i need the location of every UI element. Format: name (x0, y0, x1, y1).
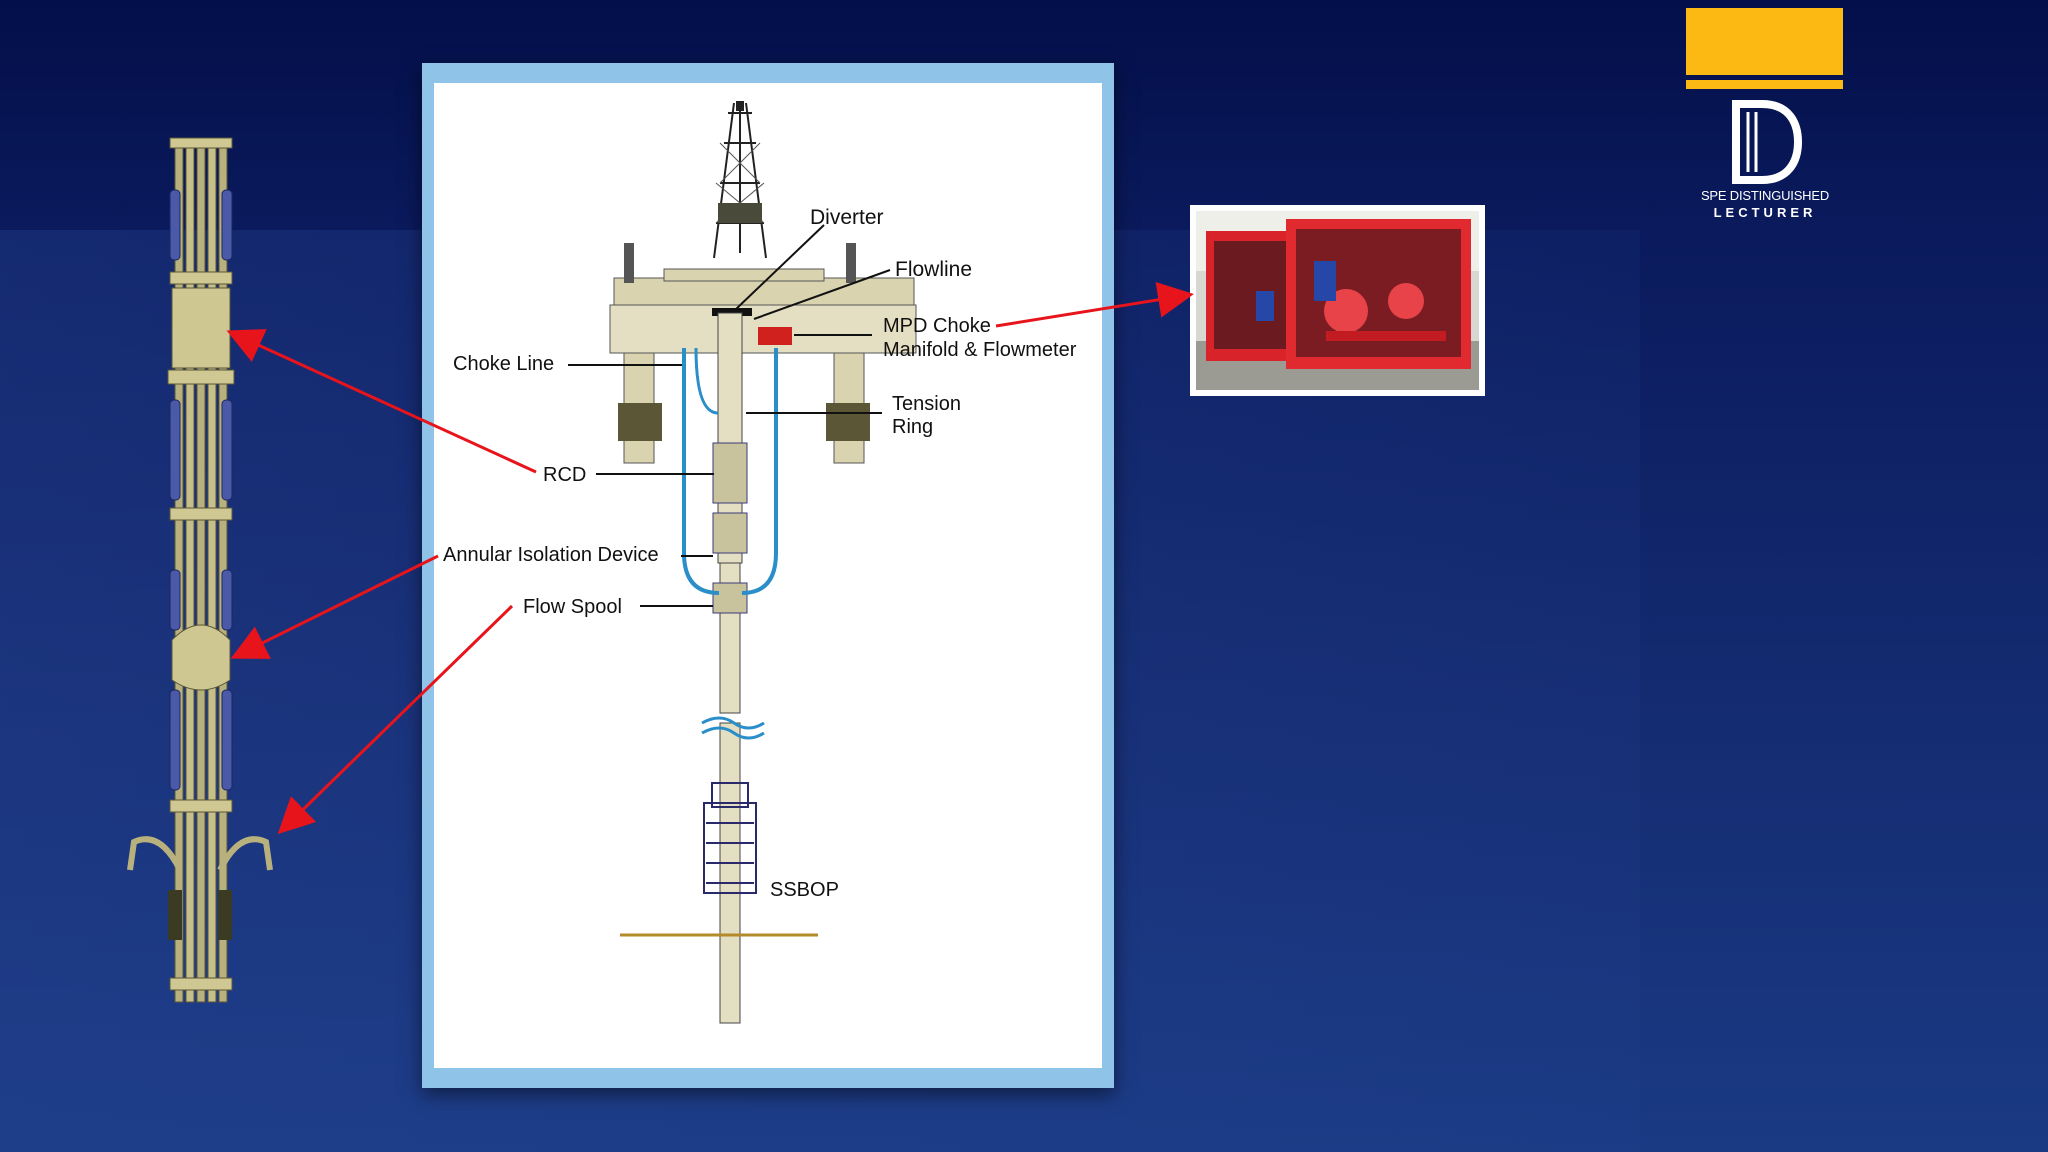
logo-accent-line (1686, 80, 1843, 89)
logo-accent-bar (1686, 8, 1843, 75)
arrow-mpd-choke (995, 282, 1194, 328)
label-flow-spool: Flow Spool (523, 596, 622, 618)
mpd-rig-schematic (568, 101, 917, 1024)
label-tension-line1: Tension (892, 393, 961, 415)
label-diverter: Diverter (810, 206, 884, 229)
label-choke-line: Choke Line (453, 353, 555, 375)
label-ssbop: SSBOP (770, 879, 839, 901)
label-tension-line2: Ring (892, 416, 934, 438)
arrow-flow-spool (277, 604, 514, 835)
arrow-annular (230, 554, 439, 659)
label-mpd-choke-line2: Manifold & Flowmeter (883, 339, 1077, 361)
arrow-rcd (226, 329, 537, 474)
diagram-paper (434, 83, 1102, 1068)
label-flowline: Flowline (895, 258, 973, 281)
spe-logo-d-icon (1732, 100, 1802, 184)
label-mpd-choke-line1: MPD Choke (883, 315, 991, 337)
label-annular-isolation-device: Annular Isolation Device (443, 544, 659, 566)
mpd-skid-photo (1196, 211, 1479, 390)
riser-stack-illustration (127, 137, 273, 1003)
logo-text-lecturer: LECTURER (1713, 205, 1817, 220)
label-rcd: RCD (543, 464, 587, 486)
logo-text-distinguished: SPE DISTINGUISHED (1700, 188, 1830, 203)
